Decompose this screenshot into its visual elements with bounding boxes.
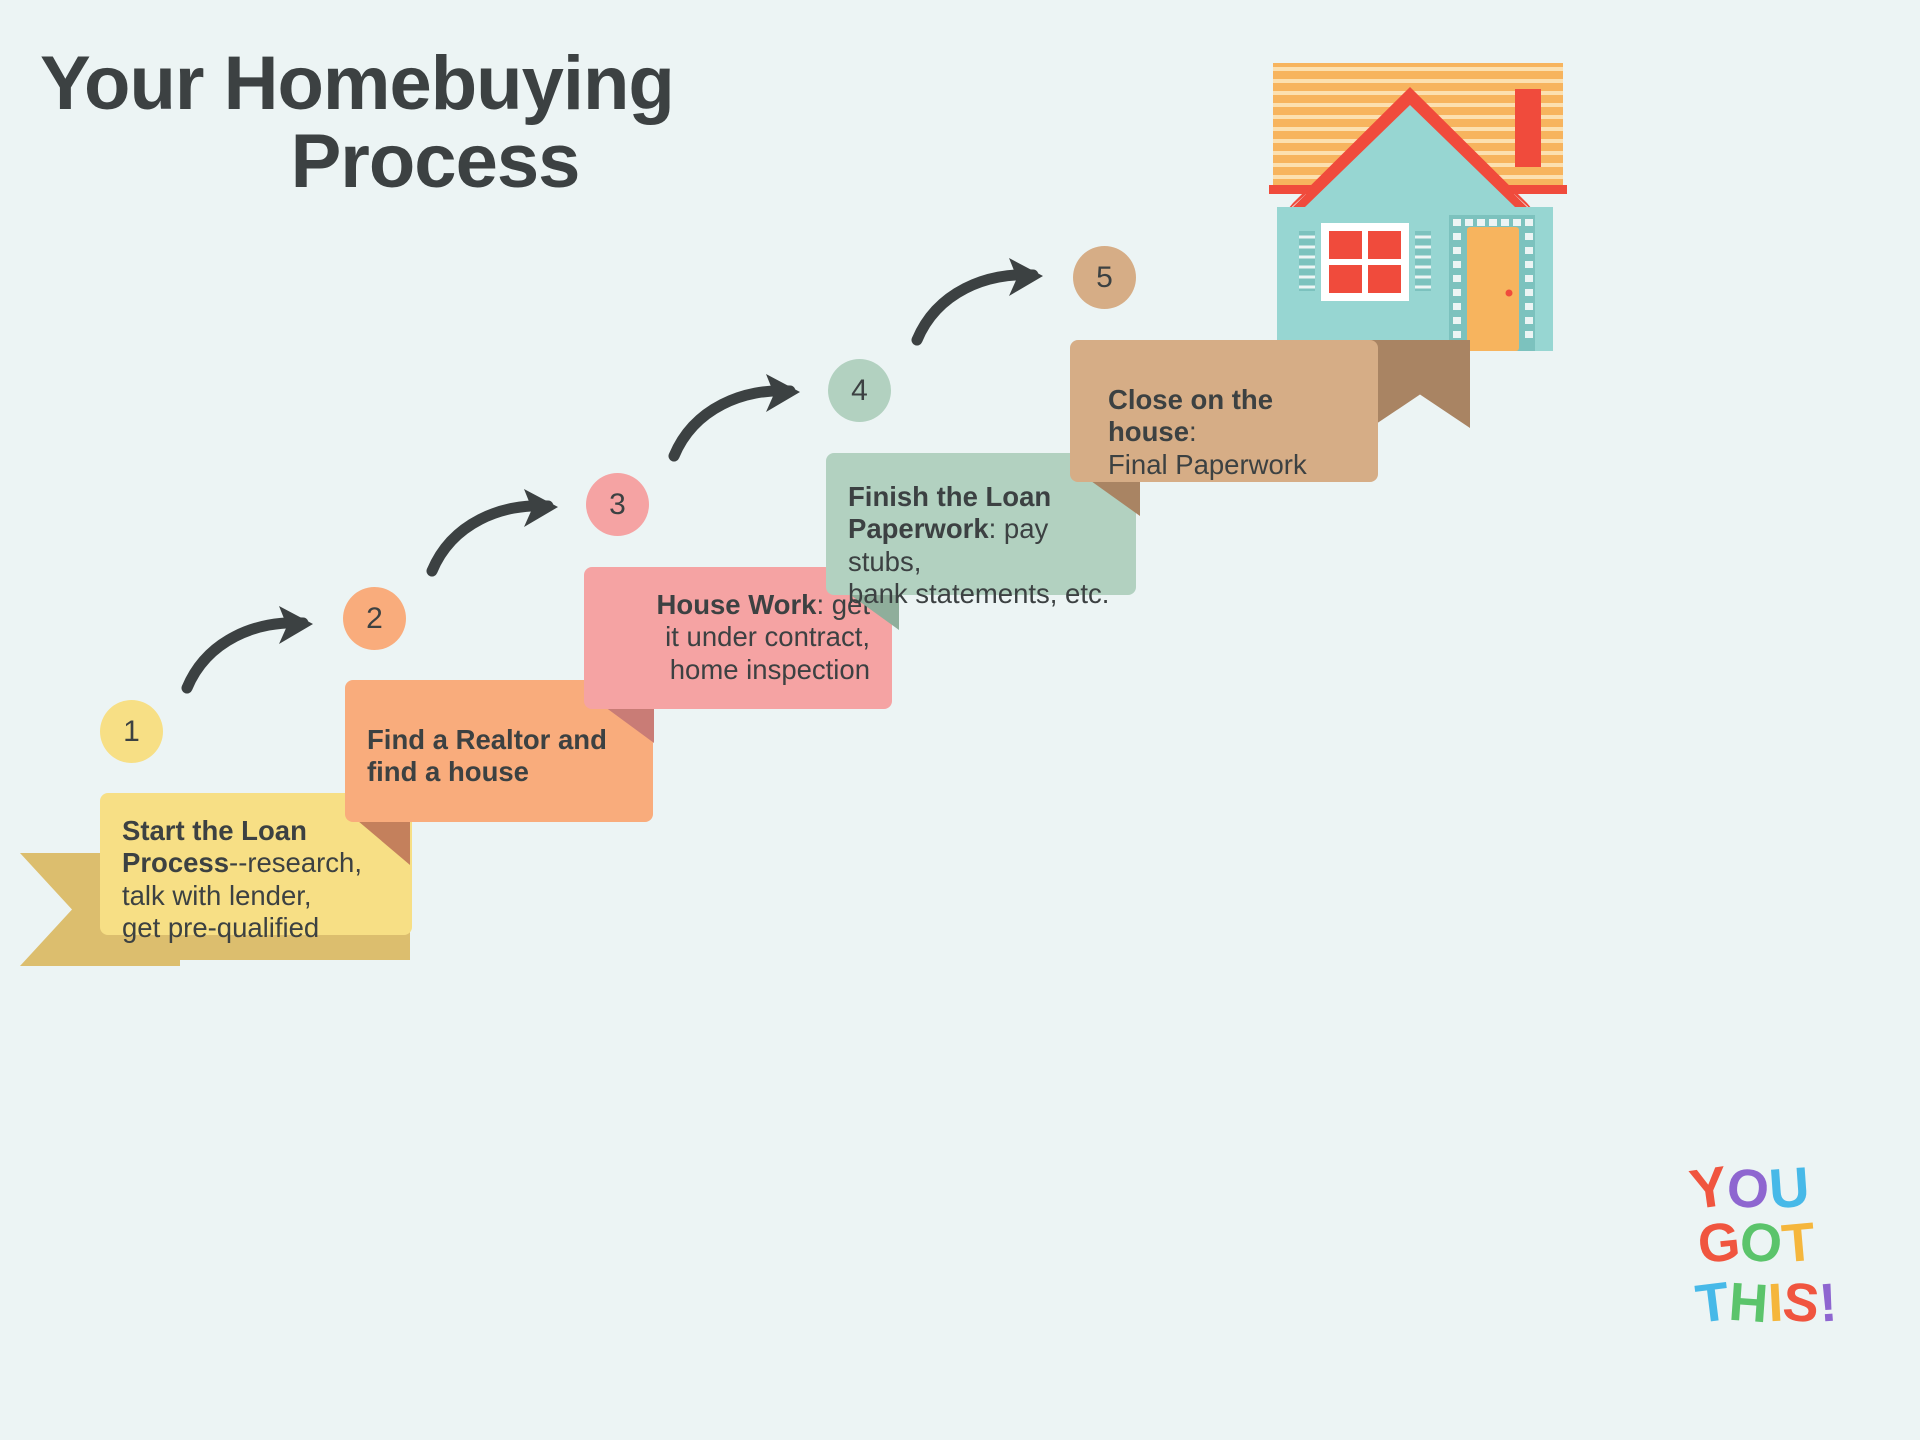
step-4-number-badge: 4 [828, 359, 891, 422]
you-got-this-logo: YOU GOT THIS! [1686, 1154, 1905, 1385]
logo-letter-O2: O [1736, 1210, 1786, 1276]
step-5-number: 5 [1096, 260, 1113, 294]
step-4-rest-label: : pay stubs, bank statements, etc. [848, 513, 1110, 610]
step-5-bold-label: Close on the house [1108, 384, 1274, 448]
step-2-number: 2 [366, 601, 383, 635]
page-title-line2: Process [290, 118, 581, 204]
step-3-number-badge: 3 [586, 473, 649, 536]
step-3-number: 3 [609, 487, 626, 521]
logo-letter-T1: T [1779, 1211, 1818, 1275]
arrow-4-to-5 [905, 252, 1055, 357]
step-5-number-badge: 5 [1073, 246, 1136, 309]
step-5-ribbon-tail [1370, 340, 1470, 428]
logo-letter-T2: T [1692, 1271, 1733, 1335]
step-5-text: Close on the house: Final Paperwork [1108, 384, 1360, 481]
logo-letter-O1: O [1724, 1157, 1772, 1221]
step-4-number: 4 [851, 373, 868, 407]
logo-letter-H: H [1726, 1271, 1771, 1335]
step-3-bold-label: House Work [656, 589, 817, 620]
logo-line-2: GOT [1694, 1210, 1818, 1276]
step-1-number: 1 [123, 714, 140, 748]
step-5-rest-label: : Final Paperwork [1108, 416, 1307, 480]
arrow-1-to-2 [175, 600, 325, 705]
step-1-number-badge: 1 [100, 700, 163, 763]
step-2-text: Find a Realtor and find a house [367, 724, 635, 789]
step-1-bold-label: Start the Loan Process [122, 815, 307, 879]
step-2-number-badge: 2 [343, 587, 406, 650]
page-title-line1: Your Homebuying [40, 41, 675, 126]
step-2-bold-label: Find a Realtor and find a house [367, 724, 607, 788]
page-title: Your Homebuying Process [40, 45, 830, 200]
logo-letter-U: U [1767, 1154, 1812, 1221]
house-illustration [1255, 55, 1575, 355]
logo-line-3: THIS! [1692, 1271, 1840, 1335]
logo-letter-G: G [1694, 1210, 1744, 1276]
step-5-banner[interactable]: Close on the house: Final Paperwork [1070, 340, 1378, 482]
step-4-bold-label: Finish the Loan Paperwork [848, 481, 1052, 545]
step-1-text: Start the Loan Process--research, talk w… [122, 815, 394, 945]
logo-line-1: YOU [1686, 1154, 1812, 1222]
step-1-rest-label: --research, talk with lender, get pre-qu… [122, 847, 362, 944]
arrow-2-to-3 [420, 483, 570, 588]
step-3-rest-label: : get it under contract, home inspection [665, 589, 870, 685]
logo-letter-S: S [1779, 1271, 1823, 1335]
logo-letter-exclaim: ! [1816, 1272, 1840, 1334]
step-4-text: Finish the Loan Paperwork: pay stubs, ba… [848, 481, 1118, 611]
step-3-text: House Work: get it under contract, home … [602, 589, 870, 686]
arrow-3-to-4 [662, 368, 812, 473]
